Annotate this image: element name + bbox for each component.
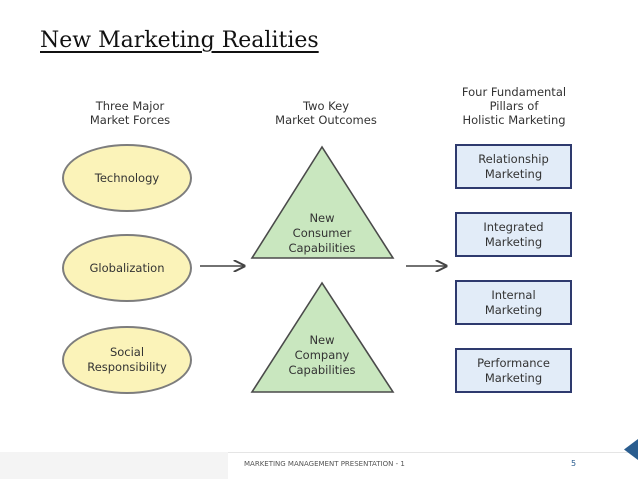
- outcome-label-line: Company: [294, 348, 350, 362]
- pillar-label-line: Marketing: [484, 234, 543, 249]
- outcome-label-line: Capabilities: [288, 241, 356, 255]
- pillars-heading-line: Pillars of: [489, 99, 539, 113]
- outcomes-heading-line: Market Outcomes: [275, 113, 377, 127]
- pillar-label-line: Marketing: [484, 166, 543, 181]
- pillar-label-line: Integrated: [483, 219, 544, 234]
- forces-heading: Three Major Market Forces: [80, 99, 180, 127]
- company-capabilities-label: New Company Capabilities: [282, 333, 362, 378]
- consumer-capabilities-label: New Consumer Capabilities: [282, 211, 362, 256]
- slide-title: New Marketing Realities: [40, 28, 319, 53]
- force-label: Responsibility: [87, 360, 167, 374]
- pillars-heading-line: Four Fundamental: [461, 85, 567, 99]
- globalization-ellipse: Globalization: [62, 234, 192, 302]
- technology-ellipse: Technology: [62, 144, 192, 212]
- integrated-marketing-box: Integrated Marketing: [455, 212, 572, 257]
- outcome-label-line: New: [309, 333, 335, 347]
- force-label: Technology: [94, 170, 160, 185]
- outcomes-heading: Two Key Market Outcomes: [266, 99, 386, 127]
- outcome-label-line: New: [309, 211, 335, 225]
- forces-heading-line: Market Forces: [89, 113, 171, 127]
- force-label: Globalization: [89, 260, 165, 275]
- consumer-capabilities-triangle: [250, 145, 395, 259]
- outcomes-heading-line: Two Key: [302, 99, 350, 113]
- internal-marketing-box: Internal Marketing: [455, 280, 572, 325]
- forces-heading-line: Three Major: [95, 99, 165, 113]
- pillar-label-line: Performance: [477, 355, 550, 370]
- page-number: 5: [571, 459, 577, 468]
- pillars-heading: Four Fundamental Pillars of Holistic Mar…: [454, 85, 574, 127]
- company-capabilities-triangle: [250, 281, 395, 393]
- footer-left-panel: [0, 452, 228, 479]
- pillars-heading-line: Holistic Marketing: [462, 113, 566, 127]
- outcome-label-line: Consumer: [292, 226, 352, 240]
- performance-marketing-box: Performance Marketing: [455, 348, 572, 393]
- pillar-label-line: Internal: [491, 287, 536, 302]
- corner-accent-icon: [624, 439, 638, 460]
- force-label: Social: [109, 345, 145, 359]
- relationship-marketing-box: Relationship Marketing: [455, 144, 572, 189]
- footer-text: MARKETING MANAGEMENT PRESENTATION - 1: [244, 460, 405, 468]
- pillar-label-line: Marketing: [484, 302, 543, 317]
- social-responsibility-ellipse: Social Responsibility: [62, 326, 192, 394]
- outcome-label-line: Capabilities: [288, 363, 356, 377]
- pillar-label-line: Relationship: [478, 151, 549, 166]
- pillar-label-line: Marketing: [484, 370, 543, 385]
